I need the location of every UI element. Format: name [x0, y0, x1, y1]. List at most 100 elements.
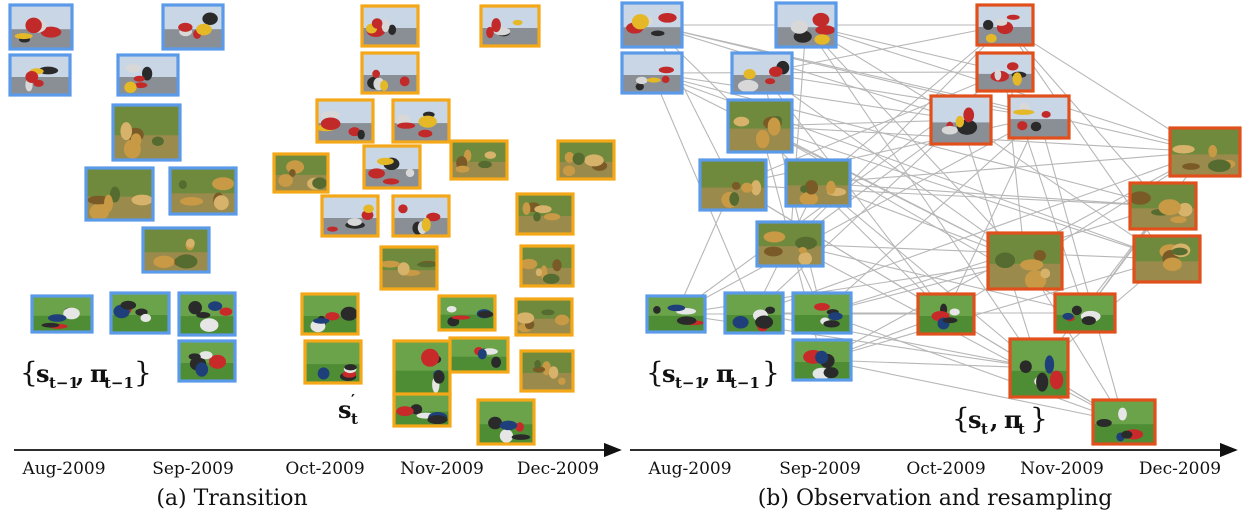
date-label-aug-b: Aug-2009: [647, 459, 731, 479]
leopard-photo-thumbnail: [519, 244, 575, 288]
car-photo-thumbnail: [8, 53, 72, 97]
leopard-photo-thumbnail: [1168, 126, 1242, 178]
similarity-edge: [805, 24, 1026, 262]
similarity-edge: [821, 116, 1040, 314]
car-photo-thumbnail: [975, 3, 1035, 47]
similarity-edge: [817, 24, 1006, 184]
proposal-label-a: s ′ t: [338, 391, 358, 428]
similarity-edge: [651, 24, 1206, 153]
leopard-photo-thumbnail: [698, 158, 768, 212]
similarity-edge: [651, 71, 1006, 74]
leopard-photo-thumbnail: [379, 245, 439, 291]
leopard-photo-thumbnail: [514, 297, 574, 337]
football-photo-thumbnail: [177, 339, 237, 383]
similarity-edge: [817, 182, 1164, 207]
leopard-photo-thumbnail: [726, 98, 794, 154]
similarity-edge: [821, 312, 1125, 423]
football-photo-thumbnail: [303, 339, 363, 385]
car-photo-thumbnail: [391, 194, 451, 238]
leopard-photo-thumbnail: [1128, 181, 1198, 231]
svg-text:t−1: t−1: [49, 374, 79, 392]
football-photo-thumbnail: [177, 291, 237, 337]
car-photo-thumbnail: [929, 94, 993, 146]
date-label-dec-a: Dec-2009: [517, 459, 599, 479]
car-photo-thumbnail: [730, 51, 794, 95]
svg-text:}: }: [134, 356, 152, 389]
football-photo-thumbnail: [791, 291, 853, 335]
similarity-edge: [675, 116, 1040, 315]
leopard-photo-thumbnail: [784, 158, 852, 208]
leopard-photo-thumbnail: [84, 166, 155, 222]
leopard-photo-thumbnail: [272, 152, 330, 194]
leopard-photo-thumbnail: [111, 103, 182, 162]
football-photo-thumbnail: [300, 292, 360, 336]
football-photo-thumbnail: [476, 398, 536, 446]
similarity-edge: [821, 359, 1125, 423]
football-photo-thumbnail: [30, 294, 94, 334]
leopard-photo-thumbnail: [168, 166, 238, 216]
football-photo-thumbnail: [392, 392, 452, 428]
svg-text:t−1: t−1: [675, 374, 705, 392]
leopard-photo-thumbnail: [556, 139, 616, 181]
similarity-edge: [789, 243, 1168, 260]
similarity-edge: [1038, 116, 1125, 423]
leopard-photo-thumbnail: [141, 226, 211, 274]
football-photo-thumbnail: [1091, 398, 1157, 446]
svg-text:s: s: [338, 395, 352, 424]
similarity-edge: [945, 151, 1206, 315]
similarity-edge: [789, 243, 1086, 314]
date-label-sep-b: Sep-2009: [779, 459, 861, 479]
similarity-edge: [761, 24, 1006, 74]
car-photo-thumbnail: [315, 98, 375, 144]
svg-text:π: π: [716, 359, 734, 388]
car-photo-thumbnail: [479, 4, 541, 48]
football-photo-thumbnail: [791, 338, 853, 382]
football-photo-thumbnail: [109, 291, 171, 335]
svg-text:{: {: [952, 402, 970, 435]
svg-text:s: s: [36, 359, 50, 388]
svg-text:}: }: [1030, 402, 1048, 435]
leopard-photo-thumbnail: [449, 139, 509, 181]
car-photo-thumbnail: [362, 144, 422, 190]
svg-text:t: t: [1018, 420, 1025, 438]
date-label-oct-a: Oct-2009: [285, 459, 364, 479]
similarity-edge: [805, 24, 1006, 73]
svg-text:t: t: [981, 420, 988, 438]
date-label-oct-b: Oct-2009: [906, 459, 985, 479]
car-photo-thumbnail: [116, 53, 180, 97]
date-label-dec-b: Dec-2009: [1139, 459, 1221, 479]
similarity-edge: [761, 72, 1040, 118]
similarity-edge: [821, 359, 1040, 369]
car-photo-thumbnail: [360, 4, 420, 48]
leopard-photo-thumbnail: [986, 231, 1064, 291]
date-label-aug-a: Aug-2009: [21, 459, 105, 479]
similarity-edge: [651, 72, 1164, 207]
svg-text:,: ,: [990, 405, 998, 434]
svg-text:{: {: [20, 356, 38, 389]
caption-b: (b) Observation and resampling: [758, 486, 1113, 511]
svg-text:s: s: [968, 405, 982, 434]
date-label-nov-a: Nov-2009: [400, 459, 484, 479]
date-label-sep-a: Sep-2009: [152, 459, 234, 479]
car-photo-thumbnail: [360, 51, 420, 95]
football-photo-thumbnail: [645, 294, 707, 334]
leopard-photo-thumbnail: [515, 192, 575, 236]
svg-text:t−1: t−1: [730, 374, 760, 392]
svg-text:,: ,: [76, 359, 84, 388]
svg-text:′: ′: [351, 391, 355, 409]
svg-text:π: π: [90, 359, 108, 388]
svg-text:s: s: [662, 359, 676, 388]
car-photo-thumbnail: [620, 51, 684, 95]
svg-text:}: }: [762, 356, 780, 389]
similarity-edge: [761, 72, 1026, 262]
svg-text:t−1: t−1: [104, 374, 134, 392]
football-photo-thumbnail: [723, 291, 785, 335]
football-photo-thumbnail: [392, 339, 452, 397]
similarity-edge: [817, 151, 1206, 184]
car-photo-thumbnail: [391, 98, 451, 144]
football-photo-thumbnail: [916, 292, 976, 336]
